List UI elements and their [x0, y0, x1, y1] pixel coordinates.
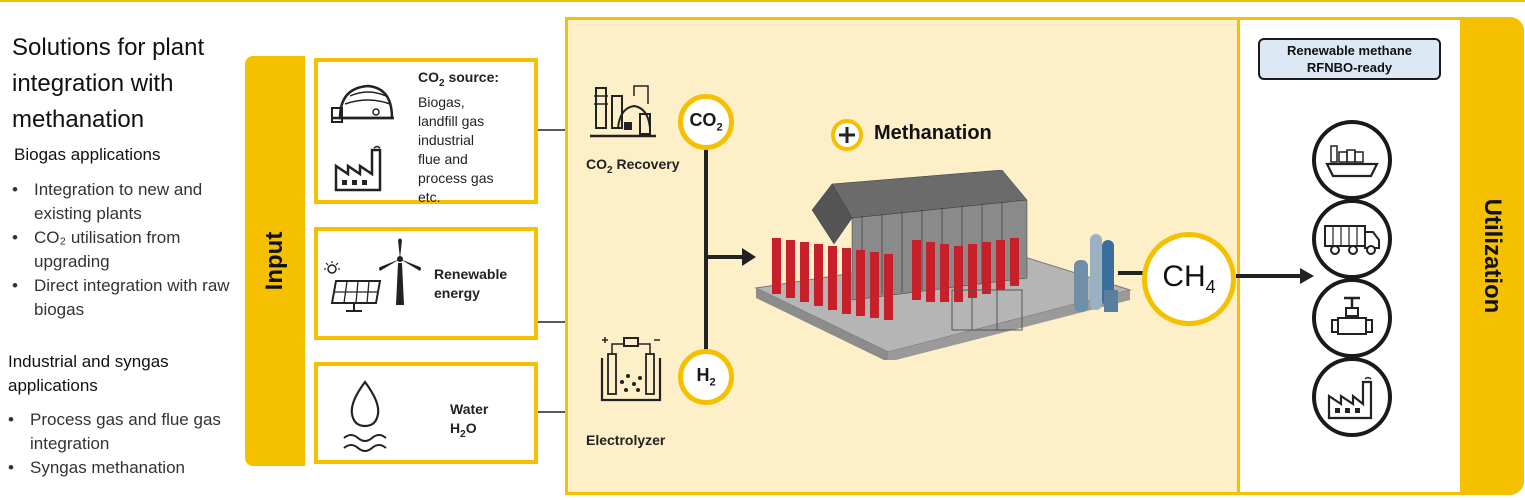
co2-source-line: industrial	[418, 131, 475, 148]
co2-source-line: flue and	[418, 150, 468, 167]
water-line1: Water	[450, 401, 489, 417]
co2-source-line: landfill gas	[418, 112, 485, 129]
renewable-line1: Renewable	[434, 266, 508, 282]
page-title: Solutions for plant integration with met…	[12, 34, 205, 133]
feed-connector	[704, 140, 756, 350]
industrial-list: Process gas and flue gas integration Syn…	[6, 408, 251, 480]
badge-line1: Renewable methane	[1287, 43, 1412, 58]
co2-source-line: process gas	[418, 169, 494, 186]
rfnbo-badge: Renewable methane RFNBO-ready	[1258, 38, 1441, 80]
utilization-tab: Utilization	[1460, 17, 1524, 495]
list-item: Direct integration with raw biogas	[10, 274, 250, 322]
water-label: Water H2O	[450, 400, 488, 444]
h2o-subscript: 2	[460, 428, 466, 440]
h2-circle-label: H2	[696, 365, 715, 389]
electrolyzer-icon	[600, 337, 662, 402]
h2-circle: H2	[678, 349, 734, 405]
ch4-subscript: 4	[1205, 277, 1216, 297]
co2-recovery-label: CO2 Recovery	[586, 156, 680, 176]
badge-line2: RFNBO-ready	[1306, 60, 1393, 75]
solar-panel-icon	[324, 261, 382, 312]
co2-circle-main: CO	[689, 110, 717, 131]
list-item: Integration to new and existing plants	[10, 178, 250, 226]
input-tab: Input	[245, 56, 305, 466]
factory-icon	[334, 145, 382, 192]
renewable-energy-label: Renewable energy	[434, 265, 507, 303]
co2-circle: CO2	[678, 94, 734, 150]
truck-glyph	[1324, 225, 1380, 255]
water-box: Water H2O	[314, 362, 538, 464]
co2-circle-subscript: 2	[716, 121, 723, 134]
co2-recovery-subscript: 2	[607, 164, 613, 176]
output-arrow	[1236, 268, 1314, 284]
co2-recovery-text: CO	[586, 156, 607, 172]
co2-recovery-icon	[590, 85, 656, 138]
input-label: Input	[261, 231, 288, 291]
renewable-line2: energy	[434, 285, 480, 301]
co2-source-line: Biogas,	[418, 93, 465, 110]
ch4-main: CH	[1162, 260, 1206, 293]
co2-subscript: 2	[439, 77, 445, 89]
ch4-label: CH4	[1162, 260, 1215, 298]
co2-source-heading-tail: source:	[444, 69, 500, 85]
renewable-energy-box: Renewable energy	[314, 227, 538, 340]
co2-source-line: etc.	[418, 188, 441, 205]
co2-source-box: CO2 source: Biogas, landfill gas industr…	[314, 58, 538, 207]
h2o-o: O	[465, 420, 477, 436]
h2o-h: H	[450, 420, 461, 436]
electrolyzer-label: Electrolyzer	[586, 432, 666, 448]
wind-turbine-icon	[379, 238, 421, 305]
utilization-label: Utilization	[1479, 198, 1506, 314]
top-accent-line	[0, 0, 1525, 2]
list-item: Syngas methanation	[6, 456, 251, 480]
methanation-plant-illustration	[754, 170, 1132, 360]
co2-source-text: CO2 source: Biogas, landfill gas industr…	[418, 68, 533, 207]
gas-valve-icon	[1312, 278, 1392, 358]
h2-circle-subscript: 2	[709, 376, 716, 389]
industrial-heading: Industrial and syngas applications	[8, 352, 169, 395]
co2-source-heading: CO	[418, 69, 439, 85]
plus-icon	[831, 119, 863, 151]
biogas-list: Integration to new and existing plants C…	[10, 178, 250, 322]
biogas-plant-icon	[331, 84, 394, 123]
factory-glyph	[1327, 376, 1373, 420]
truck-icon	[1312, 199, 1392, 279]
h2-circle-main: H	[696, 365, 710, 386]
co2-circle-label: CO2	[689, 110, 722, 134]
valve-glyph	[1331, 296, 1373, 335]
ch4-circle: CH4	[1142, 232, 1236, 326]
water-drop-icon	[343, 380, 387, 452]
factory-icon	[1312, 357, 1392, 437]
list-item: CO₂ utilisation from upgrading	[10, 226, 250, 274]
co2-recovery-tail: Recovery	[612, 156, 680, 172]
ship-glyph	[1325, 145, 1379, 178]
list-item: Process gas and flue gas integration	[6, 408, 251, 456]
biogas-heading: Biogas applications	[14, 145, 161, 164]
ship-icon	[1312, 120, 1392, 200]
methanation-heading: Methanation	[874, 122, 992, 144]
